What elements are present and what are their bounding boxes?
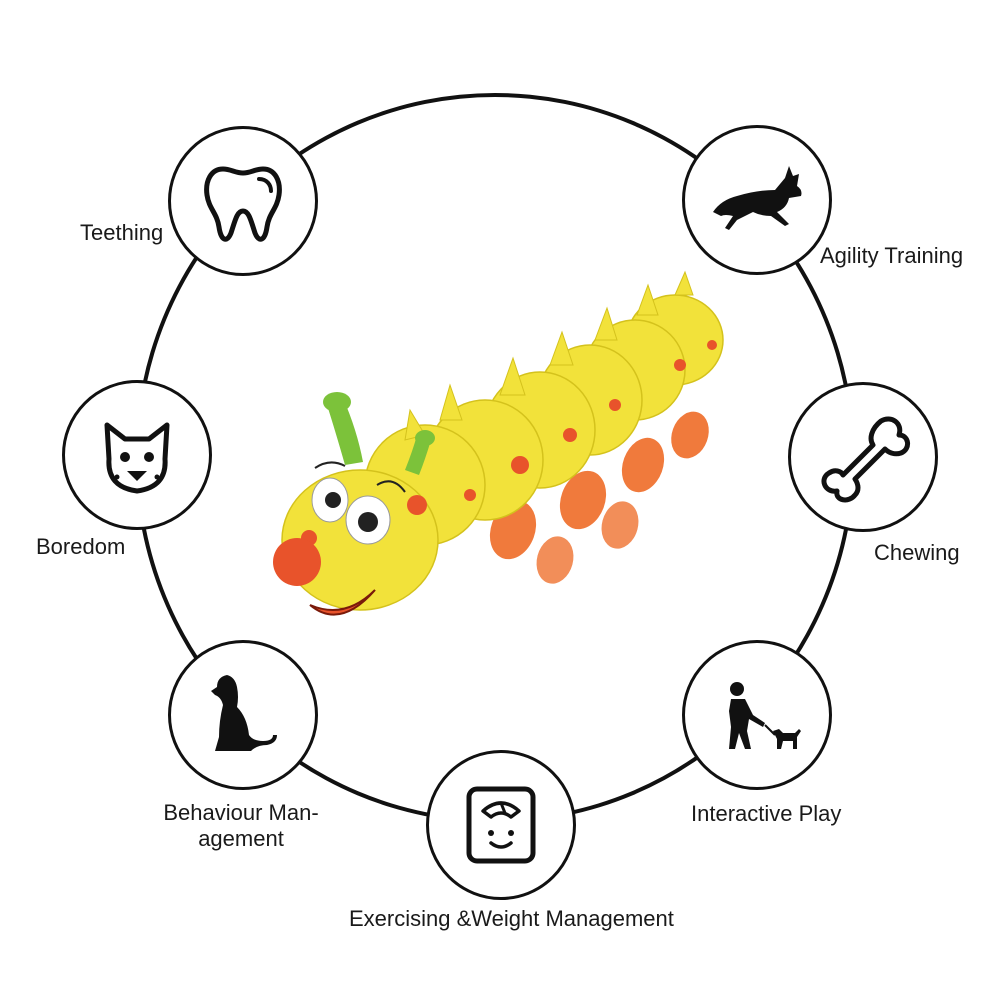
agility-badge [682, 125, 832, 275]
label-teething: Teething [80, 220, 164, 245]
weight-scale-icon [466, 786, 536, 864]
label-boredom: Boredom [36, 534, 126, 559]
dog-face-icon [104, 422, 170, 494]
caterpillar-toy-image [273, 270, 724, 616]
label-behaviour-line1: Behaviour Man- [163, 800, 319, 825]
behaviour-badge [168, 640, 318, 790]
label-chewing: Chewing [874, 540, 960, 565]
chewing-badge [788, 382, 938, 532]
running-dog-icon [713, 166, 802, 230]
person-playing-with-dog-icon [729, 682, 801, 749]
boredom-badge [62, 380, 212, 530]
label-interactive-play: Interactive Play [691, 801, 842, 826]
interactive-badge [682, 640, 832, 790]
label-agility-training: Agility Training [820, 243, 964, 268]
sitting-dog-icon [211, 675, 277, 751]
label-behaviour-management: Behaviour Man- agement [156, 800, 326, 852]
exercising-badge [426, 750, 576, 900]
teething-badge [168, 126, 318, 276]
bone-icon [821, 416, 910, 503]
label-exercising-weight-management: Exercising &Weight Management [349, 906, 674, 931]
tooth-icon [204, 166, 282, 242]
label-behaviour-line2: agement [198, 826, 284, 851]
